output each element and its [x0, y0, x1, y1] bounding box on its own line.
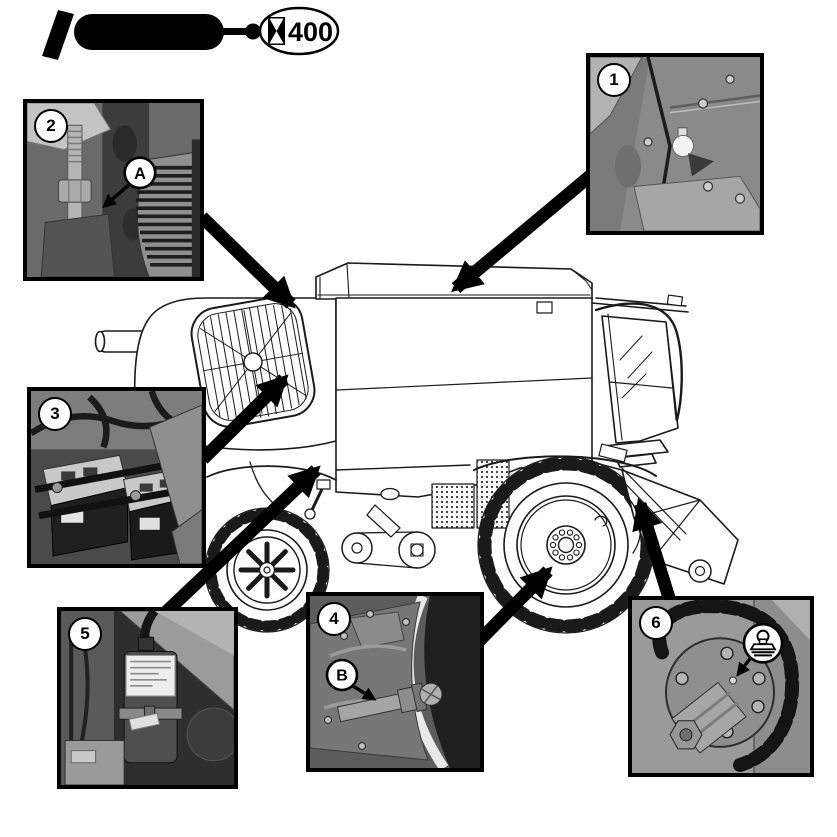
arrow-to-location-1 [451, 171, 595, 293]
batteries-photo [31, 391, 202, 564]
sub-label-a-text: A [134, 165, 146, 183]
threaded-rod [58, 124, 92, 221]
callout-photo-6: 6 [628, 596, 814, 777]
arrow-to-location-4 [474, 566, 553, 646]
callout-photo-1: 1 [586, 53, 764, 235]
sub-label-a: A [102, 156, 157, 209]
callout-number-badge: 4 [317, 602, 351, 636]
callout-photo-2: A 2 [23, 99, 204, 281]
ribbed-belt [135, 139, 200, 277]
grease-gun-icon [42, 10, 260, 60]
bracket-box [64, 739, 125, 785]
callout-number: 6 [651, 613, 661, 632]
frame-beam [149, 404, 202, 533]
sub-label-b-text: B [336, 668, 348, 685]
arrow-to-location-5 [160, 465, 321, 618]
tire [424, 596, 480, 768]
callout-number-badge: 5 [68, 617, 102, 651]
interval-hours: 400 [288, 17, 333, 47]
callout-number: 4 [329, 609, 339, 628]
belt-and-bolt-photo: A [27, 103, 200, 277]
callout-photo-4: B 4 [306, 592, 484, 772]
callout-number: 5 [80, 624, 90, 643]
undercarriage [206, 459, 510, 569]
grain-tank [315, 262, 593, 300]
callout-photo-5: 5 [57, 607, 238, 789]
callout-number: 1 [609, 70, 619, 89]
grease-fitting [672, 127, 714, 177]
arrow-to-location-6 [632, 497, 677, 603]
arrow-to-location-2 [197, 212, 296, 309]
axle-shaft [336, 682, 443, 723]
callout-number-badge: 6 [639, 606, 673, 640]
cab-and-ladder [591, 294, 689, 468]
callout-number: 2 [46, 116, 56, 135]
grease-zerk-icon [736, 622, 784, 677]
arrow-to-location-3 [198, 374, 289, 464]
callout-number-badge: 2 [34, 109, 68, 143]
hourglass-icon [268, 17, 285, 45]
canister [118, 650, 183, 764]
drive-housing [310, 601, 429, 761]
sub-label-b: B [325, 658, 377, 701]
service-interval-symbol: 400 [258, 6, 340, 56]
callout-number-badge: 1 [597, 63, 631, 97]
callout-number: 3 [50, 404, 60, 423]
callout-number-badge: 3 [38, 397, 72, 431]
callout-photo-3: 3 [27, 387, 206, 568]
